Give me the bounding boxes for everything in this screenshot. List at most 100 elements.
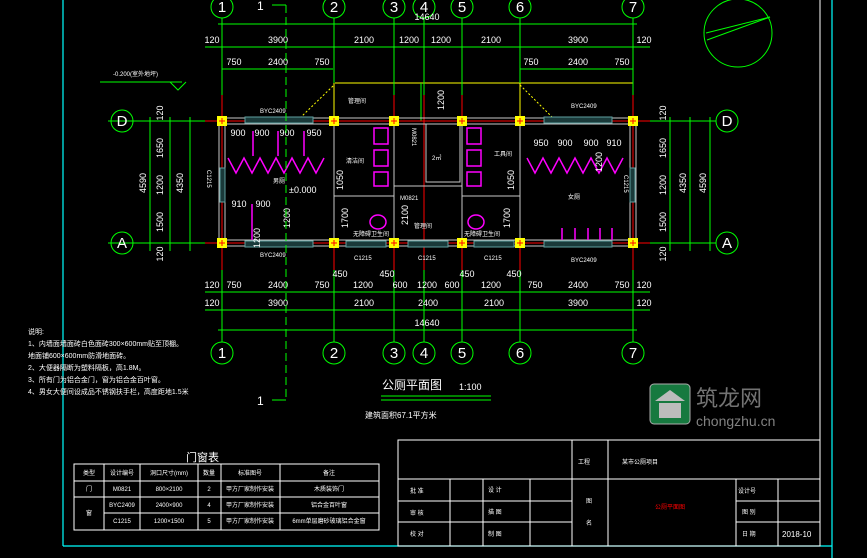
table-cell: 窗	[86, 509, 92, 517]
dimension-text: 750	[226, 280, 241, 290]
dimension-text: 1200	[252, 228, 262, 248]
dimension-text: 120	[636, 298, 651, 308]
draw-label: 制 图	[488, 530, 502, 538]
door-label: M0821	[410, 128, 416, 147]
axis-bubble	[412, 341, 436, 365]
dimension-text: 750	[614, 280, 629, 290]
table-header: 备注	[323, 469, 335, 477]
dimension-text: 120	[658, 246, 668, 261]
dimension-text: 450	[332, 269, 347, 279]
axis-bubble	[322, 341, 346, 365]
dimension-text: 1200	[417, 280, 437, 290]
window-label: C1215	[622, 175, 628, 193]
table-cell: 甲方厂家制作安装	[226, 517, 274, 525]
axis-bubble	[382, 0, 406, 19]
dimension-text: 1500	[658, 212, 668, 232]
dimension-text: 2400	[268, 280, 288, 290]
dimension-text: 1200	[436, 90, 446, 110]
dimension-text: 4590	[698, 173, 708, 193]
window-label: BYC2409	[571, 104, 597, 110]
axis-label: 5	[458, 345, 466, 362]
axis-label: 6	[516, 345, 524, 362]
room-label: 清洁间	[346, 157, 364, 165]
section-mark: 1 1	[257, 0, 287, 408]
window-label: BYC2409	[260, 253, 286, 259]
section-number: 1	[257, 0, 264, 13]
table-cell: C1215	[113, 519, 131, 525]
table-cell: 甲方厂家制作安装	[226, 485, 274, 493]
door-label: M0821	[400, 196, 419, 202]
dimension-text: 900	[254, 128, 269, 138]
date-label: 日 期	[742, 530, 756, 538]
dimension-text: 2400	[568, 280, 588, 290]
dimension-text: 2100	[481, 35, 501, 45]
drawing-title: 公厕平面图 1:100 建筑面积67.1平方米	[365, 378, 491, 420]
level-outdoor: -0.200(室外地坪)	[113, 70, 158, 78]
axis-bubble	[715, 231, 739, 255]
window-label: C1215	[205, 170, 211, 188]
column-cross	[517, 118, 523, 124]
dimension-text: 14640	[414, 12, 439, 22]
window-label: BYC2409	[571, 258, 597, 264]
note-item: 3、所有门为铝合金门，窗为铝合金百叶窗。	[28, 375, 165, 384]
dimension-text: 3900	[568, 298, 588, 308]
axis-label: 1	[218, 0, 226, 16]
building-area: 建筑面积67.1平方米	[365, 410, 437, 420]
table-cell: 2400×900	[156, 503, 184, 509]
axis-bubble	[450, 0, 474, 19]
axis-label: 4	[420, 0, 428, 16]
drawing-scale: 1:100	[459, 382, 482, 392]
table-cell: 1200×1500	[154, 519, 185, 525]
dimension-text: 950	[533, 138, 548, 148]
table-header: 标准图号	[238, 469, 262, 477]
dimension-text: 600	[392, 280, 407, 290]
column-cross	[391, 118, 397, 124]
dimension-text: 1050	[506, 170, 516, 190]
dimension-text: 120	[204, 298, 219, 308]
axis-bubble	[210, 0, 234, 19]
dimension-text: 1200	[353, 280, 373, 290]
dimension-text: 900	[230, 128, 245, 138]
note-item: 1、内墙面墙面砖白色面砖300×600mm贴至顶棚。	[28, 339, 183, 348]
dimension-text: 900	[279, 128, 294, 138]
column-cross	[219, 118, 225, 124]
check-label: 校 对	[410, 530, 424, 538]
dimension-text: 1700	[340, 208, 350, 228]
dimension-text: 1500	[155, 212, 165, 232]
dimension-text: 120	[658, 105, 668, 120]
table-header: 设计编号	[110, 469, 134, 477]
dimension-text: 120	[155, 246, 165, 261]
table-cell: 4	[207, 503, 211, 509]
axis-bubble	[382, 341, 406, 365]
axis-label: 2	[330, 345, 338, 362]
dimension-text: 4350	[678, 173, 688, 193]
dimension-text: 1200	[658, 175, 668, 195]
dimension-text: 1650	[155, 138, 165, 158]
window-label: C1215	[418, 256, 436, 262]
note-item: 2、大便器隔断为塑料隔板，高1.8M。	[28, 363, 145, 372]
dimension-text: 1200	[282, 208, 292, 228]
dimension-text: 1650	[658, 138, 668, 158]
window-label: C1215	[484, 256, 502, 262]
date-value: 2018-10	[782, 530, 812, 539]
dimension-text: 120	[636, 280, 651, 290]
column-cross	[630, 118, 636, 124]
level-indoor: ±0.000	[289, 185, 316, 195]
dimension-text: 1200	[399, 35, 419, 45]
design-no-label: 设计号	[738, 487, 756, 495]
dimension-text: 14640	[414, 318, 439, 328]
axis-bubble	[412, 0, 436, 19]
watermark-logo: 筑龙网 chongzhu.cn	[649, 383, 775, 429]
column-cross	[391, 240, 397, 246]
structural-columns	[217, 116, 638, 248]
drawing-name-label: 图	[586, 498, 592, 505]
room-label: 女厕	[568, 193, 580, 201]
dimension-text: 750	[527, 280, 542, 290]
dimension-text: 750	[314, 280, 329, 290]
dimension-text: 2100	[354, 298, 374, 308]
project-name: 某市公厕项目	[622, 458, 658, 466]
axis-label: 7	[629, 345, 637, 362]
